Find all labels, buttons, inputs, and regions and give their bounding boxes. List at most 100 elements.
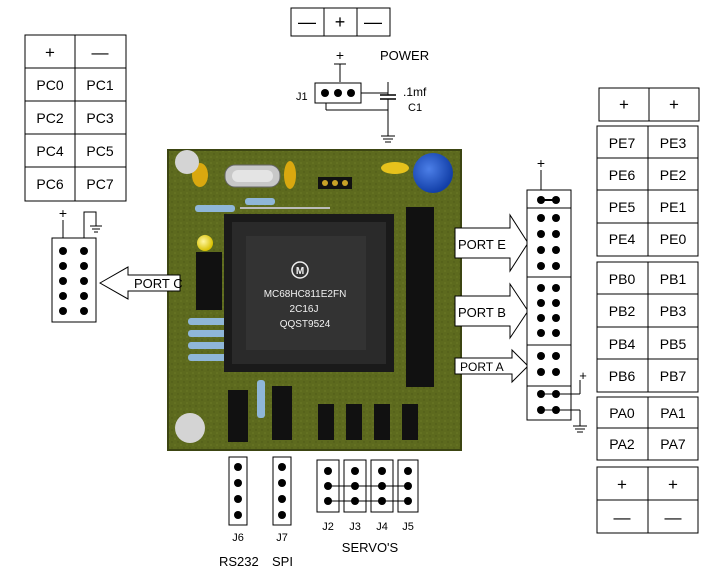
pin-pe5: PE5 xyxy=(609,199,636,215)
servo-board-header xyxy=(374,404,390,440)
servo-headers xyxy=(316,459,419,513)
port-a-pin-table: PA0 PA1 PA2 PA7 xyxy=(596,396,699,461)
pin-pa7: PA7 xyxy=(660,436,686,452)
power-label: POWER xyxy=(380,48,429,63)
rs232-label: RS232 xyxy=(219,554,259,569)
chip-date-code: QQST9524 xyxy=(280,319,331,330)
pin-pa2: PA2 xyxy=(609,436,635,452)
port-e-arrow: PORT E xyxy=(454,213,529,273)
j7-header xyxy=(272,456,292,526)
mounting-hole xyxy=(175,150,199,174)
pin-pe6: PE6 xyxy=(609,167,636,183)
j3-label: J3 xyxy=(349,521,361,533)
right-header-plus-side: + xyxy=(579,368,587,383)
pin-pb3: PB3 xyxy=(660,303,687,319)
pin-pb4: PB4 xyxy=(609,336,636,352)
servo-board-header xyxy=(346,404,362,440)
right-header: + + xyxy=(526,155,587,433)
power-box-sign-3: — xyxy=(364,12,382,32)
j1-pin-1 xyxy=(321,89,329,97)
bottom-box-minus-2: — xyxy=(665,508,682,527)
resistor xyxy=(188,342,228,349)
power-box-sign-1: — xyxy=(298,12,316,32)
port-b-pin-table: PB0 PB1 PB2 PB3 PB4 PB5 PB6 PB7 xyxy=(596,261,699,393)
j1-pin-2 xyxy=(334,89,342,97)
power-circuit: POWER + J1 .1mf C1 xyxy=(296,47,429,143)
right-header-pins xyxy=(537,196,560,414)
port-b-arrow: PORT B xyxy=(454,282,529,340)
pin-pc2: PC2 xyxy=(36,110,63,126)
port-e-header-plus-2: + xyxy=(669,95,679,114)
resistor xyxy=(245,198,275,205)
pin-pc0: PC0 xyxy=(36,77,63,93)
spi-board-header xyxy=(272,386,292,440)
j2-label: J2 xyxy=(322,521,334,533)
pin-pe1: PE1 xyxy=(660,199,687,215)
right-header-plus-top: + xyxy=(537,155,545,171)
pin-pc6: PC6 xyxy=(36,176,63,192)
capacitor-value: .1mf xyxy=(403,85,427,99)
servos-label: SERVO'S xyxy=(342,540,399,555)
port-c-header-pins xyxy=(59,247,88,315)
j1-pin-3 xyxy=(347,89,355,97)
pin-pb2: PB2 xyxy=(609,303,636,319)
resistor xyxy=(188,354,228,361)
port-c-header: + xyxy=(51,205,102,323)
pcb-board: M MC68HC811E2FN 2C16J QQST9524 xyxy=(167,149,462,451)
pin-pe3: PE3 xyxy=(660,135,687,151)
pin-pc4: PC4 xyxy=(36,143,63,159)
bottom-box-plus-2: + xyxy=(668,475,678,494)
pin-pc3: PC3 xyxy=(86,110,113,126)
pin-pb5: PB5 xyxy=(660,336,687,352)
port-e-arrow-label: PORT E xyxy=(458,237,506,252)
power-box-sign-2: + xyxy=(335,12,346,32)
port-e-b-a-board-header xyxy=(406,207,434,387)
electrolytic-capacitor xyxy=(413,153,453,193)
pin-pb6: PB6 xyxy=(609,368,636,384)
power-polarity-box: — + — xyxy=(290,7,391,37)
resistor xyxy=(188,330,228,337)
j1-label: J1 xyxy=(296,91,308,103)
ceramic-capacitor xyxy=(381,162,409,174)
pin-pb1: PB1 xyxy=(660,271,687,287)
chip-logo: M xyxy=(296,266,304,277)
resistor xyxy=(195,205,235,212)
port-c-pin-table: + — PC0 PC1 PC2 PC3 PC4 PC5 PC6 PC7 xyxy=(24,34,127,202)
mounting-hole xyxy=(175,413,205,443)
j5-label: J5 xyxy=(402,521,414,533)
pin-pe0: PE0 xyxy=(660,231,687,247)
pin-pe4: PE4 xyxy=(609,231,636,247)
chip-part-number: MC68HC811E2FN xyxy=(264,289,347,300)
port-c-arrow: PORT C xyxy=(98,266,183,300)
bottom-box-minus-1: — xyxy=(614,508,631,527)
ceramic-capacitor xyxy=(284,161,296,189)
rs232-board-header xyxy=(228,390,248,442)
pin-pe2: PE2 xyxy=(660,167,687,183)
port-c-header-plus-mark: + xyxy=(59,205,67,221)
port-a-arrow: PORT A xyxy=(454,348,529,384)
servo-board-header xyxy=(402,404,418,440)
resistor xyxy=(257,380,265,418)
pin-pc5: PC5 xyxy=(86,143,113,159)
pin-pc1: PC1 xyxy=(86,77,113,93)
port-c-header-plus: + xyxy=(45,43,55,62)
pin-pa0: PA0 xyxy=(609,405,635,421)
resistor xyxy=(188,318,228,325)
j6-header xyxy=(228,456,248,526)
bottom-box-plus-1: + xyxy=(617,475,627,494)
pin-pe7: PE7 xyxy=(609,135,636,151)
power-plus-sign: + xyxy=(336,47,344,63)
port-e-pin-table: + + PE7 PE3 PE6 PE2 PE5 PE1 PE4 PE0 xyxy=(596,87,700,257)
j4-label: J4 xyxy=(376,521,388,533)
mcu-chip xyxy=(246,236,366,350)
pin-pb0: PB0 xyxy=(609,271,636,287)
capacitor-name: C1 xyxy=(408,102,422,114)
port-c-board-header xyxy=(196,252,222,310)
servo-board-header xyxy=(318,404,334,440)
port-e-header-plus-1: + xyxy=(619,95,629,114)
j7-label: J7 xyxy=(276,532,288,544)
j6-label: J6 xyxy=(232,532,244,544)
led xyxy=(197,235,213,251)
port-c-header-minus: — xyxy=(92,43,109,62)
